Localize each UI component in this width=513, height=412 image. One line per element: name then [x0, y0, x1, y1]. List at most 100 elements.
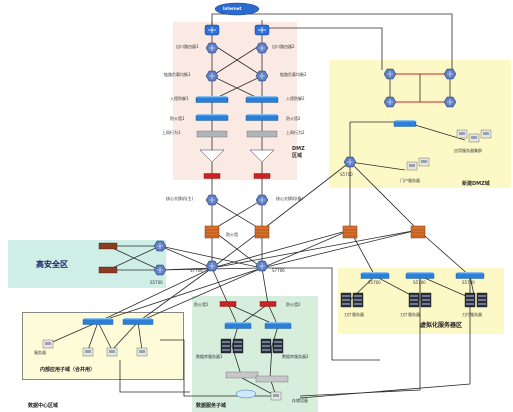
gw-r-red-device-icon — [253, 173, 271, 179]
label-virt-h1: 刀片服务器 — [344, 312, 364, 317]
ips-l-switch-top — [197, 96, 227, 98]
virt-c1-server-slot-0 — [466, 295, 474, 297]
acc-r-appliance-icon — [246, 130, 278, 138]
link-layer — [47, 13, 476, 399]
virt-c1-server-slot-1 — [466, 299, 474, 301]
virt-c1-server-slot-2 — [466, 303, 474, 305]
dmz-srv2-b-pc-screen — [421, 160, 427, 163]
dmz-r2-l3-switch-glyph — [447, 71, 453, 77]
off-sw2-switch-icon — [122, 319, 154, 325]
off-sw1-switch-icon — [82, 319, 114, 325]
ds-console-pc-screen — [273, 394, 279, 397]
label-agg-r: S7706 — [272, 268, 285, 273]
dmz-srv-c-pc-screen — [483, 132, 489, 135]
internet-cloud-icon — [214, 2, 260, 16]
dmz-srv-a-pc-screen — [459, 132, 465, 135]
virt-a1-server-slot-1 — [342, 299, 350, 301]
label-ds-fw-r: 防火墙2 — [286, 302, 301, 307]
waf-r-switch-icon — [245, 115, 279, 121]
virt-a2-server-slot-0 — [354, 295, 362, 297]
core-l-l3-switch-glyph — [209, 197, 215, 203]
label-dmz-srv2: 门户服务器 — [400, 178, 420, 183]
label-virt-h2: 刀片服务器 — [400, 312, 420, 317]
ds-srv-r1-server-slot-1 — [262, 345, 270, 347]
zone-label-dc: 数据中心区域 — [28, 403, 59, 409]
security-zone-bg — [8, 240, 166, 288]
label-waf-l: 防火墙1 — [170, 116, 185, 121]
virt-a2-server-slot-2 — [354, 303, 362, 305]
virt-b1-server-slot-0 — [410, 295, 418, 297]
dmz-r3-l3-switch-glyph — [387, 99, 393, 105]
label-ds-srv-l: 数据库服务器1 — [196, 354, 223, 359]
virt-b1-server-slot-2 — [410, 303, 418, 305]
ds-srv-l1-server-slot-2 — [222, 349, 230, 351]
device-layer — [42, 2, 492, 401]
ds-backup-l-appliance-icon — [225, 371, 259, 379]
label-ds-store: 存储设备 — [292, 398, 308, 403]
ds-sw-r-switch-top — [266, 322, 290, 324]
virt-b2-server-slot-1 — [422, 299, 430, 301]
off-srv-pc-screen — [45, 342, 51, 345]
cloud-label: Internet — [223, 6, 242, 11]
label-virt-sw2: S5700 — [413, 280, 426, 285]
label-ips-r: 入侵防御2 — [286, 96, 305, 101]
virt-b2-server-slot-2 — [422, 303, 430, 305]
agg-l-l3-switch-glyph — [209, 263, 215, 269]
dmz-sw-l3-switch-glyph — [347, 159, 353, 165]
zone-label-office: 内部应用子域（合并用） — [40, 367, 96, 373]
sec-sw-b-l3-switch-glyph — [157, 267, 163, 273]
virt-c2-server-slot-1 — [478, 299, 486, 301]
ips-l-switch-icon — [195, 97, 229, 103]
waf-r-switch-top — [247, 114, 277, 116]
ds-fw-l-red-device-icon — [219, 301, 237, 307]
label-virt-sw3: S5700 — [462, 280, 475, 285]
acc-l-appliance-icon — [196, 130, 228, 138]
virt-b2-server-slot-0 — [422, 295, 430, 297]
ds-srv-l1-server-slot-1 — [222, 345, 230, 347]
off-pc1-pc-screen — [85, 350, 91, 353]
zone-label-security: 高安全区 — [36, 260, 68, 269]
border-l-l3-switch-glyph — [209, 45, 215, 51]
out-r-router-glyph — [258, 27, 266, 33]
label-core-r: 核心交换机(备) — [276, 196, 304, 201]
core-r-l3-switch-glyph — [259, 197, 265, 203]
dmz-srv2-a-pc-screen — [409, 164, 415, 167]
dmz-access-switch-top — [395, 120, 415, 122]
label-lb-r: 链路负载均衡2 — [280, 72, 307, 77]
off-sw1-switch-top — [84, 318, 112, 320]
out-l-router-glyph — [208, 27, 216, 33]
virt-a2-server-slot-1 — [354, 299, 362, 301]
label-out-router-r: 出口路由器2 — [272, 44, 295, 49]
sec-a-appliance-icon — [98, 242, 118, 250]
sec-b-appliance-icon — [98, 266, 118, 274]
off-pc2-pc-screen — [109, 350, 115, 353]
label-sec-sw: S5700 — [150, 280, 163, 285]
label-dmz-sw: S5700 — [340, 172, 353, 177]
label-acc-r: 上网行为2 — [286, 130, 305, 135]
virt-a1-server-slot-0 — [342, 295, 350, 297]
filter-l-funnel-icon — [199, 149, 225, 163]
virt-b1-server-slot-1 — [410, 299, 418, 301]
off-pc3-pc-screen — [139, 350, 145, 353]
virt-c2-server-slot-2 — [478, 303, 486, 305]
label-ips-l: 入侵防御1 — [170, 96, 189, 101]
off-sw2-switch-top — [124, 318, 152, 320]
virt-a1-server-slot-2 — [342, 303, 350, 305]
sec-sw-a-l3-switch-glyph — [157, 243, 163, 249]
ds-srv-l2-server-slot-1 — [234, 345, 242, 347]
ds-store-storage-icon — [235, 389, 257, 399]
label-out-router-l: 出口路由器1 — [176, 44, 199, 49]
waf-l-switch-icon — [195, 115, 229, 121]
zone-label-virtual: 虚拟化服务器区 — [420, 322, 463, 329]
lb-l-l3-switch-glyph — [209, 73, 215, 79]
edge-fw-l-firewall-icon — [342, 225, 358, 239]
virt-c2-server-slot-0 — [478, 295, 486, 297]
ds-srv-l2-server-slot-0 — [234, 341, 242, 343]
label-virt-h3: 刀片服务器 — [462, 312, 482, 317]
virt-sw1-switch-icon — [360, 273, 390, 279]
ds-srv-l1-server-slot-0 — [222, 341, 230, 343]
virt-sw3-switch-icon — [455, 273, 485, 279]
label-core-l: 核心交换机(主) — [166, 196, 194, 201]
label-virt-sw1: S5700 — [368, 280, 381, 285]
virt-sw1-switch-top — [362, 272, 388, 274]
